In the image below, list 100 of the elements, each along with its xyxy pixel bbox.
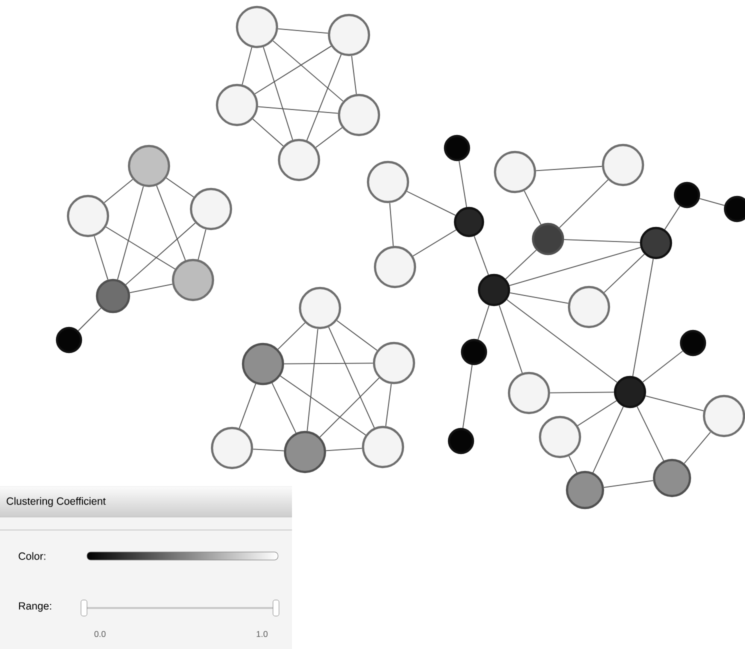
network-node (674, 182, 700, 208)
network-node (532, 222, 564, 256)
network-node (96, 278, 130, 314)
network-node (538, 416, 582, 458)
network-node (460, 338, 488, 366)
edge-line (315, 127, 343, 148)
edge-line (550, 392, 614, 394)
edge-line (524, 190, 542, 226)
edge-line (412, 229, 457, 256)
edge-line (278, 322, 306, 350)
network-node (454, 206, 484, 238)
edge-line (636, 406, 664, 462)
panel-title: Clustering Coefficient (6, 497, 106, 507)
edge-line (306, 328, 318, 432)
edge-line (632, 258, 654, 377)
network-node (372, 342, 416, 384)
edge-line (604, 254, 645, 293)
scale-value: 0.0 (94, 631, 106, 638)
edge-line (117, 186, 144, 280)
edge-line (478, 304, 490, 340)
edge-line (577, 400, 617, 426)
network-node (374, 246, 416, 288)
edge-line (272, 40, 344, 102)
network-node (216, 84, 258, 126)
network-node (652, 458, 692, 498)
edge-line (156, 185, 186, 261)
edge-line (258, 106, 338, 114)
edge-line (389, 202, 394, 246)
network-node (566, 470, 604, 510)
network-node (478, 274, 510, 306)
network-node (602, 144, 644, 186)
network-node (66, 194, 110, 238)
network-node (448, 428, 474, 454)
edge-line (252, 118, 284, 146)
edge-line (104, 178, 134, 204)
edge-line (592, 406, 624, 474)
edge-line (684, 432, 711, 464)
edge-line (458, 160, 468, 208)
edge-line (166, 178, 194, 198)
edge-line (242, 47, 252, 86)
scale-value: 1.0 (256, 631, 268, 638)
network-node (366, 160, 410, 204)
edge-line (284, 362, 374, 364)
edge-line (559, 179, 608, 228)
edge-line (699, 198, 725, 206)
network-node (724, 196, 745, 222)
network-node (444, 134, 470, 162)
network-node (614, 376, 646, 408)
network-node (298, 286, 342, 330)
edge-line (474, 236, 489, 276)
edge-line (272, 382, 296, 434)
edge-line (328, 326, 375, 428)
network-node (172, 258, 214, 302)
edge-line (78, 308, 102, 332)
network-node (210, 426, 254, 470)
network-node (242, 342, 284, 386)
edge-line (336, 320, 378, 351)
network-node (640, 226, 672, 260)
edge-line (252, 448, 284, 452)
edge-line (642, 350, 684, 383)
edge-line (351, 56, 357, 95)
edge-line (509, 292, 569, 304)
network-node (190, 188, 232, 230)
edge-line (603, 480, 654, 488)
network-node (278, 138, 320, 182)
edge-line (238, 383, 256, 429)
edge-line (125, 222, 196, 286)
edge-line (278, 28, 328, 34)
network-node (702, 394, 745, 438)
edge-line (462, 364, 473, 428)
edge-line (645, 396, 704, 412)
edge-line (505, 250, 537, 280)
edge-line (509, 247, 641, 286)
network-node (328, 14, 370, 56)
network-node (362, 426, 404, 468)
edge-line (106, 226, 176, 270)
edge-line (262, 46, 294, 140)
network-node (680, 330, 706, 356)
network-node (568, 286, 610, 328)
edge-line (498, 304, 523, 374)
network-node (338, 94, 380, 136)
edge-line (280, 376, 366, 436)
edge-line (568, 456, 578, 474)
edge-line (198, 229, 206, 260)
edge-line (406, 190, 456, 216)
edge-line (385, 383, 392, 427)
network-node (494, 150, 536, 194)
edge-line (306, 54, 342, 141)
edge-line (326, 448, 362, 452)
field-label: Color: (18, 552, 46, 560)
edge-line (536, 166, 602, 172)
network-node (508, 372, 550, 414)
network-node (284, 430, 326, 474)
edge-line (664, 206, 680, 230)
edge-line (319, 377, 380, 438)
edge-line (129, 284, 173, 294)
network-node (236, 6, 278, 48)
network-node (128, 144, 170, 188)
edge-line (564, 239, 640, 243)
edge-line (254, 46, 332, 94)
